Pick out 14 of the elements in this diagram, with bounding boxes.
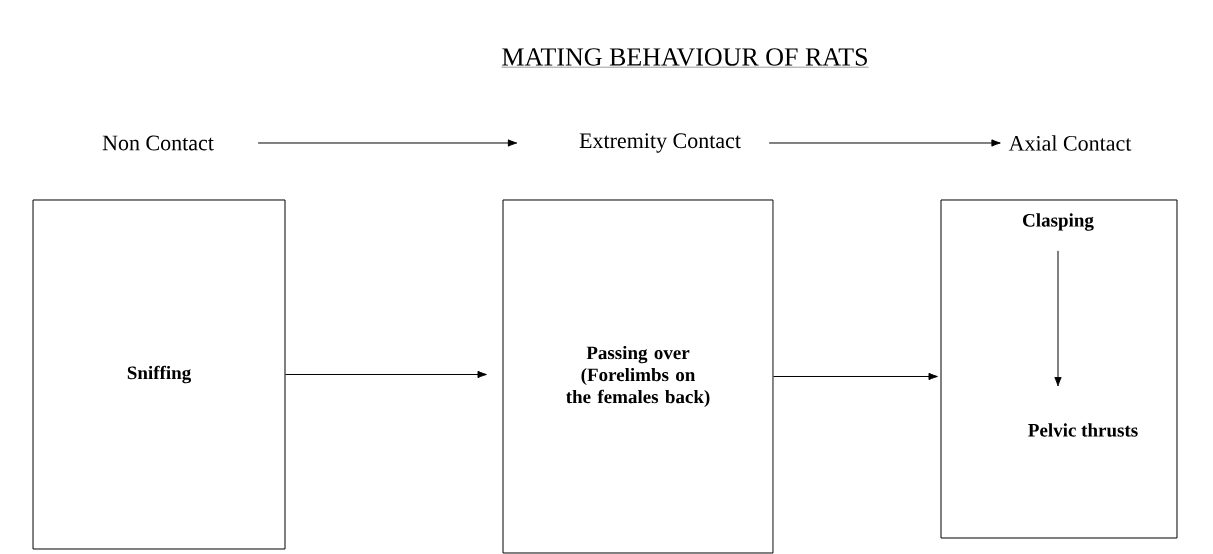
arrow bbox=[768, 139, 1001, 147]
arrow bbox=[285, 370, 487, 379]
stage-label: Axial Contact bbox=[1008, 135, 1132, 151]
stage-label: Non Contact bbox=[102, 135, 214, 151]
behaviour-label: Clasping bbox=[1023, 213, 1094, 231]
stage-label: Extremity Contact bbox=[579, 133, 741, 153]
arrow bbox=[1054, 250, 1062, 387]
arrow bbox=[773, 372, 938, 381]
behaviour-box: Sniffing bbox=[32, 199, 286, 550]
title: MATING BEHAVIOUR OF RATS bbox=[501, 48, 869, 68]
behaviour-box bbox=[940, 199, 1178, 539]
arrow bbox=[257, 139, 518, 147]
behaviour-label: Pelvic thrusts bbox=[1028, 423, 1138, 437]
behaviour-box: Passing over (Forelimbs on the females back) bbox=[502, 199, 774, 554]
